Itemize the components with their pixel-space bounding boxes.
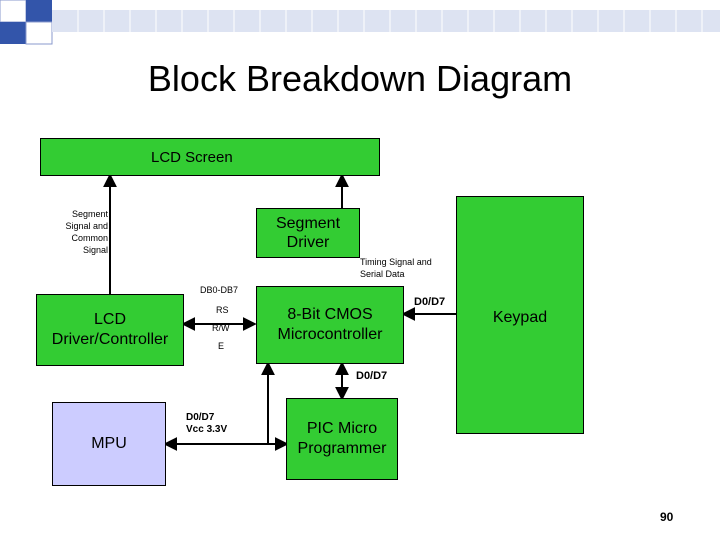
timing-serial-label: Timing Signal and Serial Data xyxy=(360,257,432,279)
page-number: 90 xyxy=(660,510,674,524)
segment-driver-label: Segment Driver xyxy=(275,215,341,251)
microcontroller-label: 8-Bit CMOS Microcontroller xyxy=(277,306,383,343)
programmer-bus-label: D0/D7 xyxy=(356,370,388,382)
segment-driver-block: Segment Driver xyxy=(256,208,360,258)
microcontroller-block: 8-Bit CMOS Microcontroller xyxy=(256,286,404,364)
mpu-block: MPU xyxy=(52,402,166,486)
db-bus-label: DB0-DB7 xyxy=(200,285,239,295)
segment-common-label: Segment Signal and Common Signal xyxy=(65,209,108,255)
lcd-controller-label: LCD Driver/Controller xyxy=(51,311,169,348)
rw-label: R/W xyxy=(212,323,230,333)
lcd-controller-block: LCD Driver/Controller xyxy=(36,294,184,366)
pic-programmer-label: PIC Micro Programmer xyxy=(297,420,387,457)
pic-programmer-block: PIC Micro Programmer xyxy=(286,398,398,480)
lcd-screen-label: LCD Screen xyxy=(151,148,233,166)
e-label: E xyxy=(218,341,225,351)
lcd-screen-block: LCD Screen xyxy=(40,138,380,176)
keypad-bus-label: D0/D7 xyxy=(414,296,446,308)
keypad-label: Keypad xyxy=(492,309,548,326)
keypad-block: Keypad xyxy=(456,196,584,434)
header-decoration xyxy=(0,0,720,45)
rs-label: RS xyxy=(216,305,229,315)
slide-title: Block Breakdown Diagram xyxy=(147,58,573,99)
mpu-bus-label: D0/D7 Vcc 3.3V xyxy=(186,412,228,435)
mpu-label: MPU xyxy=(91,435,127,452)
